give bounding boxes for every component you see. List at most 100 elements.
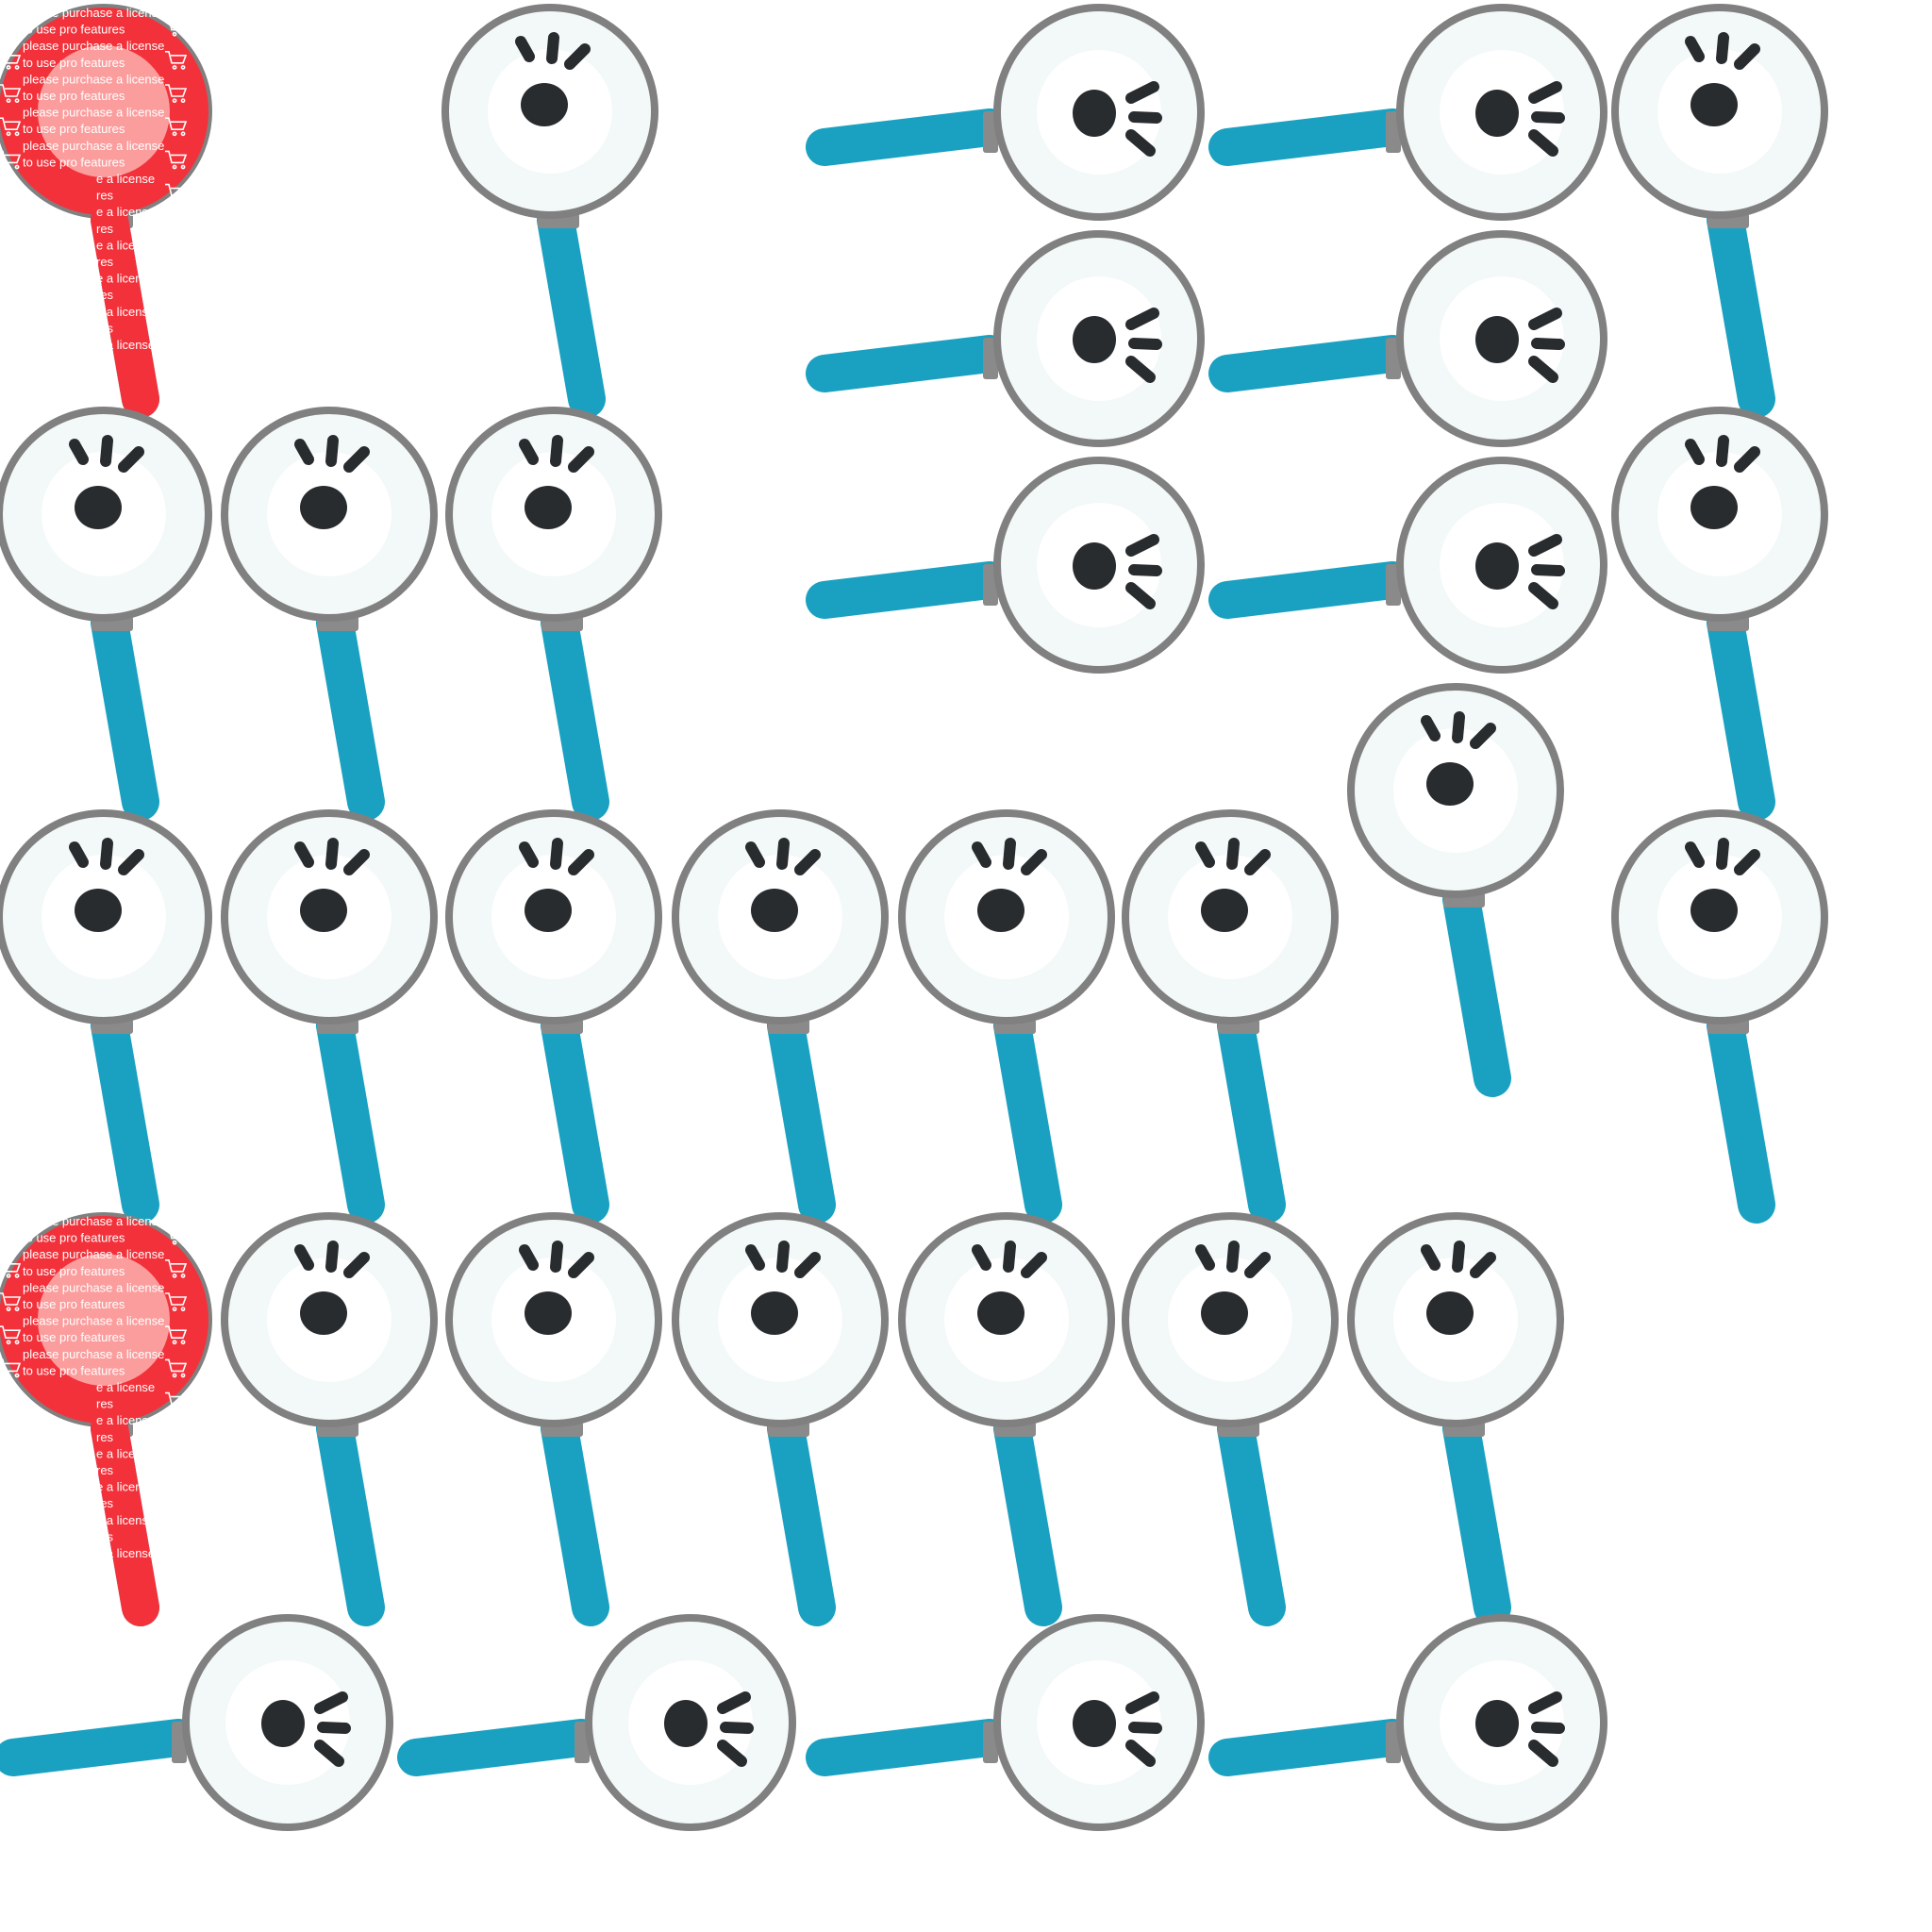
watermark-text: to use pro features <box>23 1231 125 1245</box>
watermark-text: please purchase a license <box>23 1280 164 1294</box>
watermark-text: please purchase a license <box>23 139 164 153</box>
shopping-cart-icon <box>165 51 188 70</box>
shopping-cart-icon <box>165 1225 188 1245</box>
magnifier-icon <box>902 1216 1111 1607</box>
magnifier-icon: please purchase a license to use pro feat… <box>0 6 208 418</box>
magnifier-icon <box>824 8 1201 217</box>
magnifier-icon <box>445 8 655 399</box>
magnifier-icon <box>1227 8 1604 217</box>
shopping-cart-icon <box>0 1358 22 1378</box>
watermark-text: to use pro features <box>23 1330 125 1344</box>
watermark-text: res <box>96 1496 114 1510</box>
shopping-cart-icon <box>0 150 22 170</box>
watermark-text: please purchase a license <box>23 72 164 86</box>
magnifier-icon <box>824 234 1201 443</box>
watermark-text: res <box>96 1397 114 1411</box>
watermark-text: to use pro features <box>23 1363 125 1377</box>
shopping-cart-icon <box>0 1292 22 1311</box>
watermark-text: e a license <box>96 172 155 186</box>
watermark-text: res <box>96 355 114 369</box>
license-watermark: please purchase a license to use pro feat… <box>0 1214 208 1626</box>
watermark-text: res <box>96 222 114 236</box>
watermark-text: to use pro features <box>23 23 125 37</box>
shopping-cart-icon <box>0 1259 22 1278</box>
watermark-text: e a license <box>96 305 155 319</box>
shopping-cart-icon <box>165 1292 188 1311</box>
watermark-text: please purchase a license <box>23 39 164 53</box>
magnifier-icon <box>1615 410 1824 802</box>
shopping-cart-icon <box>165 1358 188 1378</box>
magnifier-icon <box>225 1216 434 1607</box>
magnifier-icon <box>416 1618 792 1827</box>
watermark-text: e a license <box>96 238 155 252</box>
watermark-text: res <box>96 1430 114 1444</box>
watermark-text: please purchase a license <box>23 1347 164 1361</box>
shopping-cart-icon <box>165 183 188 203</box>
shopping-cart-icon <box>165 117 188 137</box>
watermark-text: e a license <box>96 1380 155 1394</box>
magnifier-icon <box>1351 687 1560 1078</box>
magnifier-icon <box>449 813 658 1205</box>
watermark-text: res <box>96 1529 114 1543</box>
watermark-text: please purchase a license <box>23 1314 164 1328</box>
watermark-text: e a license <box>96 338 155 352</box>
watermark-text: to use pro features <box>23 1264 125 1278</box>
magnifier-icon <box>1351 1216 1560 1607</box>
shopping-cart-icon <box>165 84 188 103</box>
watermark-text: to use pro features <box>23 56 125 70</box>
watermark-text: to use pro features <box>23 122 125 136</box>
watermark-text: res <box>96 189 114 203</box>
shopping-cart-icon <box>0 1325 22 1345</box>
shopping-cart-icon <box>0 84 22 103</box>
shopping-cart-icon <box>0 51 22 70</box>
magnifier-icon <box>225 813 434 1205</box>
watermark-text: to use pro features <box>23 89 125 103</box>
watermark-text: res <box>96 1563 114 1577</box>
magnifier-icon <box>1227 1618 1604 1827</box>
watermark-text: please purchase a license <box>23 106 164 120</box>
shopping-cart-icon <box>0 117 22 137</box>
watermark-text: to use pro features <box>23 1297 125 1311</box>
watermark-text: res <box>96 255 114 269</box>
watermark-text: e a license <box>96 1446 155 1460</box>
shopping-cart-icon <box>0 17 22 37</box>
shopping-cart-icon <box>165 150 188 170</box>
watermark-text: to use pro features <box>23 155 125 169</box>
watermark-text: e a license <box>96 272 155 286</box>
watermark-text: e a license <box>96 1513 155 1527</box>
watermark-text: e a license <box>96 1480 155 1494</box>
magnifier-icon <box>1615 813 1824 1205</box>
shopping-cart-icon <box>165 1391 188 1411</box>
magnifier-icon <box>225 410 434 802</box>
magnifier-icon <box>13 1618 390 1827</box>
magnifier-icon <box>1125 1216 1335 1607</box>
magnifier-icon <box>1227 460 1604 670</box>
magnifier-icon <box>1125 813 1335 1205</box>
watermark-text: please purchase a license <box>23 1214 164 1228</box>
watermark-text: e a license <box>96 205 155 219</box>
magnifier-icon <box>1227 234 1604 443</box>
magnifier-icon <box>449 1216 658 1607</box>
shopping-cart-icon <box>0 1225 22 1245</box>
magnifier-icon <box>0 410 208 802</box>
watermark-text: res <box>96 288 114 302</box>
magnifier-icon <box>675 813 885 1205</box>
watermark-text: please purchase a license <box>23 6 164 20</box>
magnifier-icon <box>1615 8 1824 399</box>
shopping-cart-icon <box>165 1259 188 1278</box>
magnifier-icon <box>0 813 208 1205</box>
magnifier-icon <box>675 1216 885 1607</box>
license-watermark: please purchase a license to use pro feat… <box>0 6 208 418</box>
magnifier-icon <box>824 460 1201 670</box>
watermark-text: please purchase a license <box>23 1247 164 1261</box>
magnifier-icon <box>449 410 658 802</box>
watermark-text: e a license <box>96 1413 155 1427</box>
shopping-cart-icon <box>0 183 22 203</box>
shopping-cart-icon <box>0 1391 22 1411</box>
magnifier-icon: please purchase a license to use pro feat… <box>0 1214 208 1626</box>
watermark-text: res <box>96 1463 114 1477</box>
shopping-cart-icon <box>165 17 188 37</box>
magnifier-icon <box>902 813 1111 1205</box>
shopping-cart-icon <box>165 1325 188 1345</box>
